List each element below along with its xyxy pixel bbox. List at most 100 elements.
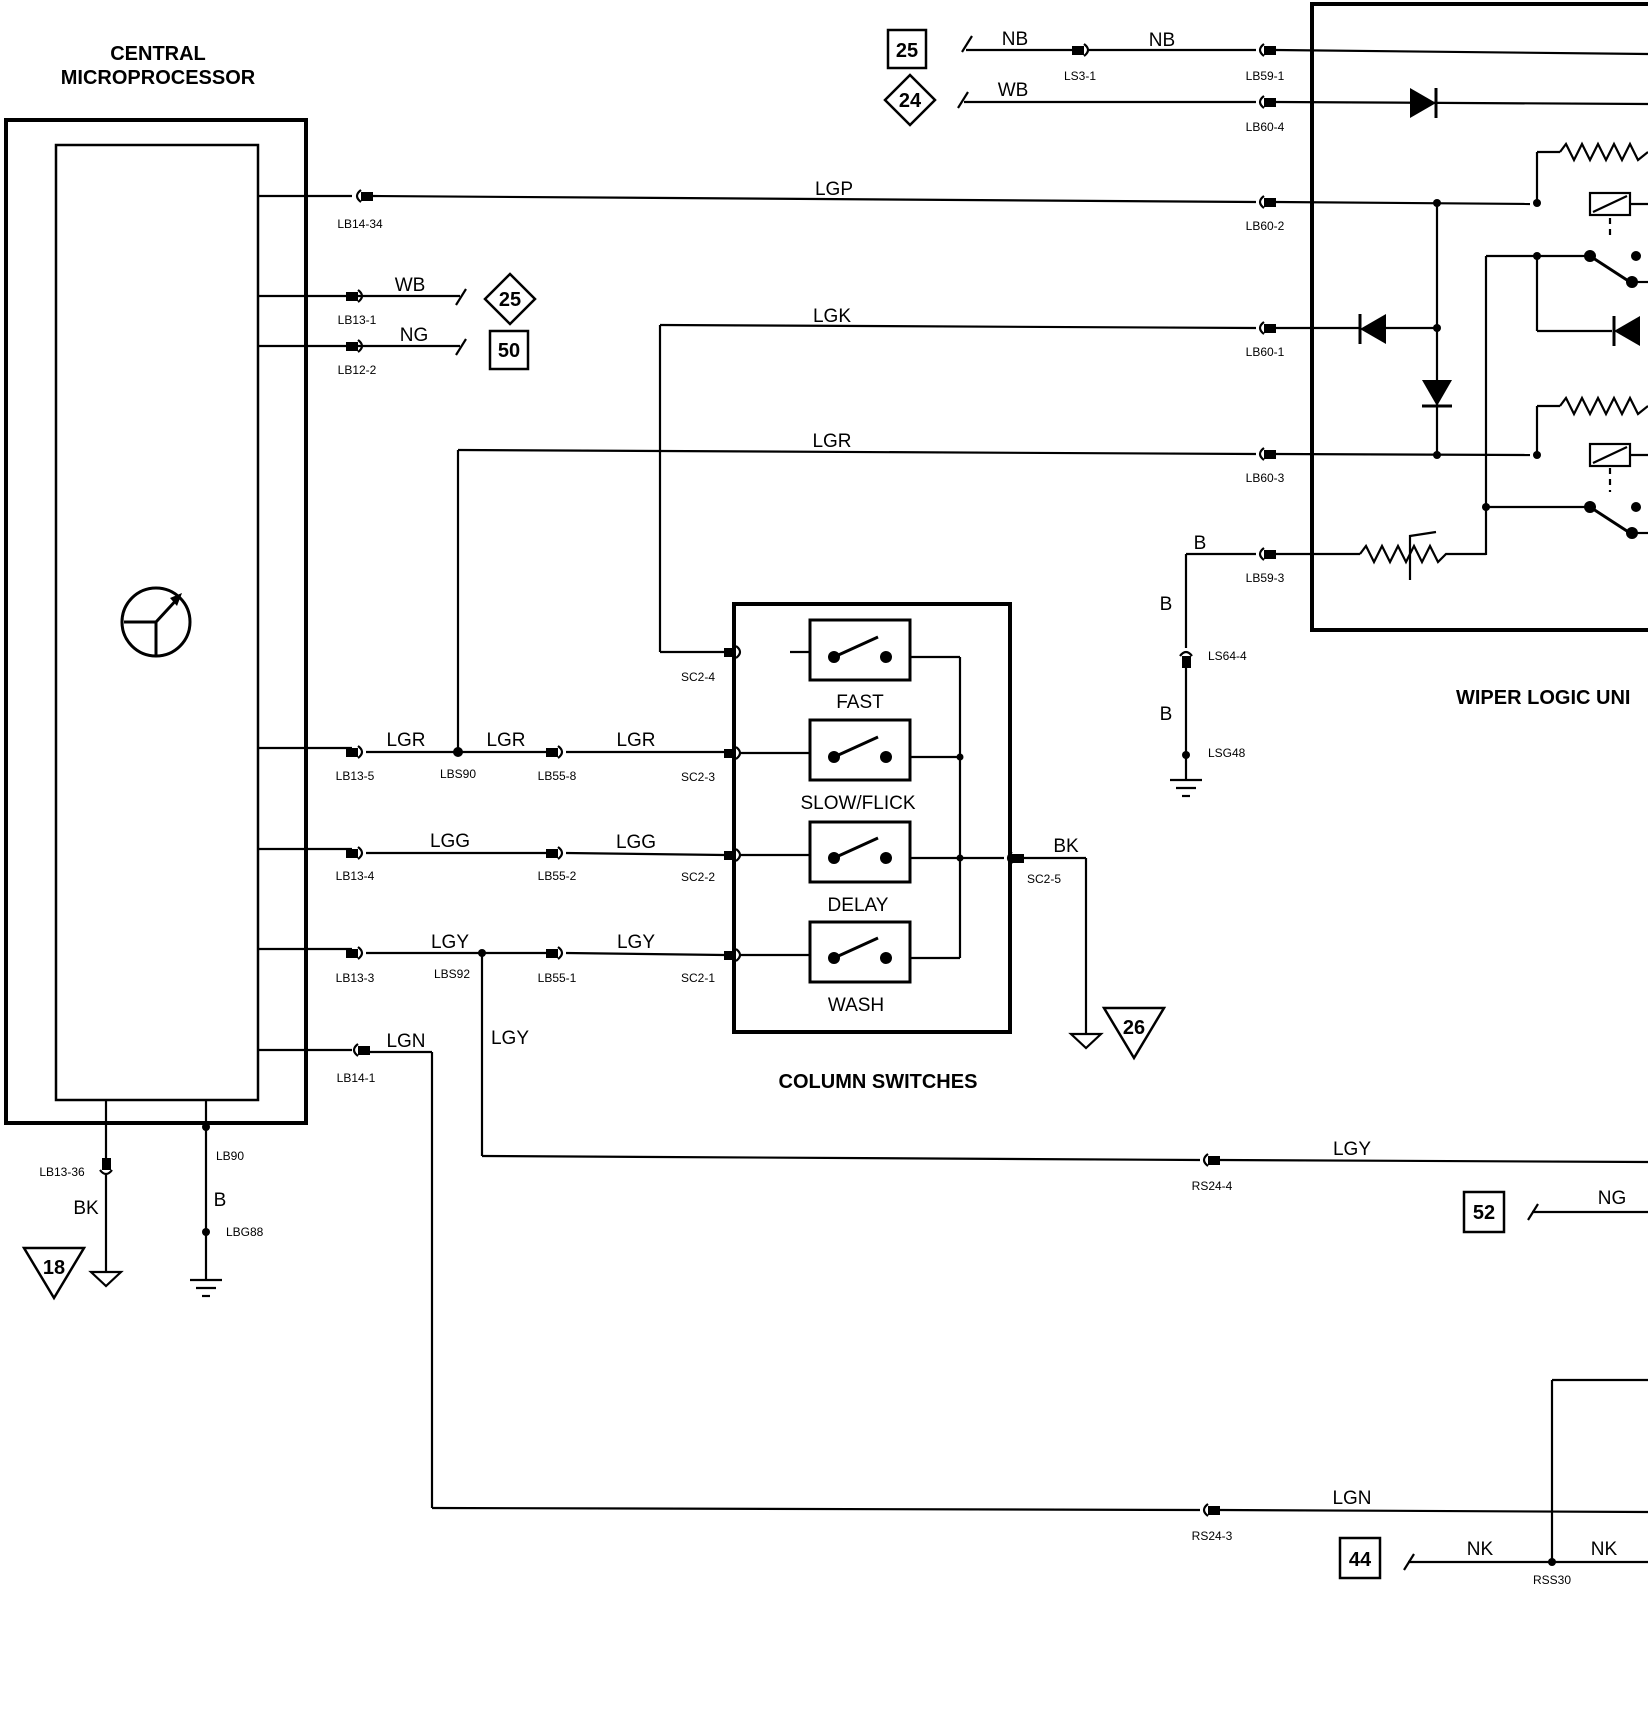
reference-box-50: 50 (488, 329, 530, 371)
wire-label-lgy: LGY (491, 1028, 529, 1049)
connector-label: LSG48 (1208, 746, 1246, 760)
wire-label-lgn: LGN (386, 1031, 425, 1052)
connector-lb60-4 (1258, 95, 1276, 109)
switch-delay (740, 820, 1004, 884)
connector-label: LB55-1 (538, 971, 577, 985)
connector-rs24-4 (1202, 1153, 1220, 1167)
column-switches-title: COLUMN SWITCHES (779, 1071, 978, 1093)
svg-text:52: 52 (1473, 1202, 1495, 1224)
ground-icon (1170, 770, 1202, 798)
connector-lb55-1 (546, 946, 564, 960)
wire-label-b: B (1194, 533, 1207, 554)
connector-label: SC2-3 (681, 770, 715, 784)
wire-label-lgk: LGK (813, 306, 851, 327)
connector-rs24-3 (1202, 1503, 1220, 1517)
connector-sc2-5 (1006, 851, 1024, 865)
connector-lb60-3 (1258, 447, 1276, 461)
diode-icon (1612, 316, 1640, 346)
connector-label: LB60-3 (1246, 471, 1285, 485)
wire-label-ng: NG (400, 325, 429, 346)
connector-lb14-34 (355, 189, 373, 203)
connector-label: LB12-2 (338, 363, 377, 377)
wire-label-b: B (214, 1190, 227, 1211)
cpu-inner-box (54, 143, 260, 1102)
connector-label: RS24-3 (1192, 1529, 1233, 1543)
connector-lb13-3 (346, 946, 364, 960)
microprocessor-symbol-icon (120, 586, 192, 658)
reference-box-25-top: 25 (886, 28, 928, 70)
connector-sc2-1 (724, 948, 742, 962)
connector-sc2-4 (724, 645, 742, 659)
switch-label-delay: DELAY (828, 895, 889, 916)
diode-icon (1410, 88, 1438, 118)
connector-lb59-1 (1258, 43, 1276, 57)
ground-arrow-icon (88, 1270, 124, 1288)
connector-label: LS64-4 (1208, 649, 1247, 663)
switch-label-fast: FAST (836, 692, 884, 713)
reference-diamond-24: 24 (883, 73, 937, 127)
svg-text:44: 44 (1349, 1549, 1372, 1571)
svg-text:24: 24 (899, 90, 922, 112)
connector-lb13-1 (346, 289, 364, 303)
wire-label-lgr: LGR (812, 431, 851, 452)
wire-label-nb: NB (1149, 30, 1175, 51)
connector-lb60-1 (1258, 321, 1276, 335)
connector-lb60-2 (1258, 195, 1276, 209)
connector-label: LB55-8 (538, 769, 577, 783)
column-switches-box (732, 602, 1012, 1034)
wire-label-bk: BK (1053, 836, 1079, 857)
connector-label: LBG88 (226, 1225, 264, 1239)
diode-icon (1422, 380, 1452, 408)
wire-label-wb: WB (998, 80, 1029, 101)
connector-label: LB90 (216, 1149, 244, 1163)
diode-icon (1358, 314, 1386, 344)
connector-lb55-2 (546, 846, 564, 860)
connector-lb13-36 (99, 1158, 113, 1176)
svg-text:18: 18 (43, 1257, 65, 1279)
connector-ls3-1 (1072, 43, 1090, 57)
wire-label-lgp: LGP (815, 179, 853, 200)
connector-lb13-5 (346, 745, 364, 759)
connector-label: LB59-1 (1246, 69, 1285, 83)
svg-text:50: 50 (498, 340, 520, 362)
reference-triangle-18: 18 (21, 1246, 87, 1301)
connector-label: LB60-2 (1246, 219, 1285, 233)
connector-label: LBS92 (434, 967, 470, 981)
switch-label-wash: WASH (828, 995, 884, 1016)
connector-label: LS3-1 (1064, 69, 1096, 83)
svg-text:26: 26 (1123, 1017, 1145, 1039)
cpu-outer-box (4, 118, 308, 1125)
wire-label-lgy: LGY (617, 932, 655, 953)
connector-label: LB60-4 (1246, 120, 1285, 134)
connector-sc2-2 (724, 848, 742, 862)
connector-label: LB13-5 (336, 769, 375, 783)
connector-ls64-4 (1179, 650, 1193, 668)
switch-label-slow-flick: SLOW/FLICK (800, 793, 915, 814)
wire-label-nk: NK (1591, 1539, 1618, 1560)
ground-arrow-icon (1068, 1032, 1104, 1050)
wire-label-lgr: LGR (386, 730, 425, 751)
reference-box-52: 52 (1462, 1190, 1506, 1234)
wire-label-lgy: LGY (431, 932, 469, 953)
wire-label-nk: NK (1467, 1539, 1494, 1560)
connector-label: LB14-34 (337, 217, 383, 231)
connector-label: LB13-4 (336, 869, 375, 883)
connector-label: SC2-4 (681, 670, 715, 684)
connector-label: LB60-1 (1246, 345, 1285, 359)
connector-lb12-2 (346, 339, 364, 353)
wire-label-wb: WB (395, 275, 426, 296)
connector-label: LB14-1 (337, 1071, 376, 1085)
connector-label: LB13-3 (336, 971, 375, 985)
connector-lb14-1 (352, 1043, 370, 1057)
connector-sc2-3 (724, 746, 742, 760)
connector-label: LBS90 (440, 767, 476, 781)
connector-label: SC2-1 (681, 971, 715, 985)
switch-fast (790, 618, 960, 682)
svg-text:25: 25 (896, 40, 918, 62)
reference-triangle-26: 26 (1101, 1006, 1167, 1061)
wire-label-b: B (1160, 704, 1173, 725)
wire-label-b: B (1160, 594, 1173, 615)
connector-label: LB55-2 (538, 869, 577, 883)
wire-label-lgy: LGY (1333, 1139, 1371, 1160)
